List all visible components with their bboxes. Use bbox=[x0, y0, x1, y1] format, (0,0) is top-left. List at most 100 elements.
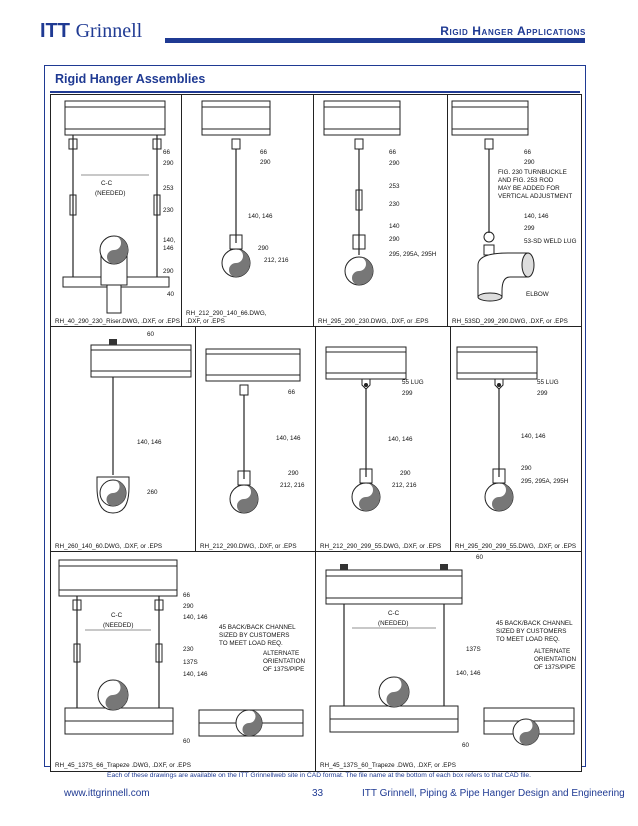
cad-file-caption: RH_295_290_299_55.DWG, .DXF, or .EPS bbox=[455, 542, 577, 550]
callout-label: 60 bbox=[462, 742, 470, 749]
callout-label: 290 bbox=[389, 236, 400, 243]
panel-lug-hanger-2: 55 LUG 299 140, 146 290 295, 295A, 295H … bbox=[450, 326, 582, 553]
callout-label: 290 bbox=[288, 470, 299, 477]
callout-label: 55 LUG bbox=[537, 379, 559, 386]
callout-label: 290 bbox=[183, 603, 194, 610]
callout-label: 290 bbox=[163, 160, 174, 167]
callout-label: 140, 146 bbox=[521, 433, 546, 440]
callout-label: 140, 146 bbox=[248, 213, 273, 220]
callout-label: SIZED BY CUSTOMERS bbox=[496, 628, 567, 635]
logo-text: Grinnell bbox=[75, 20, 143, 42]
cad-file-caption: RH_212_290_299_55.DWG, .DXF, or .EPS bbox=[320, 542, 442, 550]
panel-clamp-hanger-3: 66 140, 146 290 212, 216 RH_212_290.DWG,… bbox=[195, 326, 317, 553]
page-title: Rigid Hanger Assemblies bbox=[55, 72, 206, 86]
cad-file-caption: RH_212_290_140_66.DWG, .DXF, or .EPS bbox=[186, 310, 267, 325]
callout-label: 290 bbox=[389, 160, 400, 167]
callout-label: 140, 146 bbox=[183, 614, 208, 621]
callout-label: OF 137S/PIPE bbox=[263, 666, 305, 673]
callout-label: 299 bbox=[524, 225, 535, 232]
callout-label: TO MEET LOAD REQ. bbox=[219, 640, 283, 647]
callout-label: MAY BE ADDED FOR bbox=[498, 185, 560, 192]
lug-drawing bbox=[456, 346, 538, 512]
cad-file-caption: RH_53SD_299_290.DWG, .DXF, or .EPS bbox=[452, 317, 568, 325]
callout-label: C-C bbox=[101, 180, 113, 187]
callout-label: 66 bbox=[183, 592, 191, 599]
callout-label: ALTERNATE bbox=[534, 648, 571, 655]
callout-label: 60 bbox=[147, 331, 155, 338]
panel-clevis-hanger: 60 140, 146 260 RH_260_140_60.DWG, .DXF,… bbox=[50, 326, 197, 553]
callout-label: ORIENTATION bbox=[263, 658, 306, 665]
callout-label: VERTICAL ADJUSTMENT bbox=[498, 193, 573, 200]
cad-file-caption: RH_260_140_60.DWG, .DXF, or .EPS bbox=[55, 542, 163, 550]
cad-file-caption: RH_212_290.DWG, .DXF, or .EPS bbox=[200, 542, 297, 550]
callout-label: OF 137S/PIPE bbox=[534, 664, 576, 671]
panel-weld-lug: 66 290 FIG. 230 TURNBUCKLE AND FIG. 253 … bbox=[447, 94, 582, 328]
callout-label: 66 bbox=[163, 149, 171, 156]
callout-label: 140, 146 bbox=[456, 670, 481, 677]
panel-lug-hanger-1: 55 LUG 299 140, 146 290 212, 216 RH_212_… bbox=[315, 326, 452, 553]
callout-label: 140, bbox=[163, 237, 176, 244]
callout-label: 60 bbox=[183, 738, 191, 745]
section-title: Rigid Hanger Applications bbox=[440, 24, 586, 38]
callout-label: ALTERNATE bbox=[263, 650, 300, 657]
callout-label: 260 bbox=[147, 489, 158, 496]
callout-label: 295, 295A, 295H bbox=[389, 251, 437, 258]
brand-logo: ITT Grinnell bbox=[40, 20, 142, 43]
hanger-drawing bbox=[323, 100, 401, 286]
callout-label: 66 bbox=[288, 389, 296, 396]
callout-label: ORIENTATION bbox=[534, 656, 577, 663]
callout-label: 290 bbox=[163, 268, 174, 275]
callout-label: 212, 216 bbox=[264, 257, 289, 264]
cad-file-caption: RH_45_137S_60_Trapeze .DWG, .DXF, or .EP… bbox=[320, 761, 456, 769]
cad-availability-note: Each of these drawings are available on … bbox=[107, 772, 531, 779]
panel-riser: 66 290 C-C (NEEDED) 253 230 140, 146 290… bbox=[50, 94, 183, 328]
riser-drawing bbox=[62, 100, 170, 314]
weld-lug-drawing bbox=[451, 100, 535, 302]
callout-label: (NEEDED) bbox=[378, 620, 409, 627]
panel-clamp-hanger-1: 66 290 140, 146 290 212, 216 RH_212_290_… bbox=[181, 94, 315, 328]
logo-bold-text: ITT bbox=[40, 20, 70, 42]
publication-title: ITT Grinnell, Piping & Pipe Hanger Desig… bbox=[362, 788, 625, 799]
callout-label: 299 bbox=[402, 390, 413, 397]
callout-label: 146 bbox=[163, 245, 174, 252]
panel-clamp-hanger-2: 66 290 253 230 140 290 295, 295A, 295H R… bbox=[313, 94, 449, 328]
trapeze-drawing bbox=[325, 564, 575, 746]
callout-label: 212, 216 bbox=[392, 482, 417, 489]
callout-label: 55 LUG bbox=[402, 379, 424, 386]
drawing-grid: 66 290 C-C (NEEDED) 253 230 140, 146 290… bbox=[50, 94, 582, 772]
title-rule bbox=[50, 91, 580, 93]
callout-label: TO MEET LOAD REQ. bbox=[496, 636, 560, 643]
callout-label: 45 BACK/BACK CHANNEL bbox=[496, 620, 573, 627]
callout-label: 290 bbox=[400, 470, 411, 477]
trapeze-drawing bbox=[58, 559, 304, 737]
cad-file-caption: RH_45_137S_66_Trapeze .DWG, .DXF, or .EP… bbox=[55, 761, 191, 769]
hanger-drawing bbox=[201, 100, 271, 278]
callout-label: 40 bbox=[167, 291, 175, 298]
callout-label: 230 bbox=[183, 646, 194, 653]
callout-label: 212, 216 bbox=[280, 482, 305, 489]
cad-file-caption: RH_295_290_230.DWG, .DXF, or .EPS bbox=[318, 317, 429, 325]
callout-label: 140, 146 bbox=[524, 213, 549, 220]
callout-label: 299 bbox=[537, 390, 548, 397]
callout-label: 137S bbox=[466, 646, 481, 653]
callout-label: 45 BACK/BACK CHANNEL bbox=[219, 624, 296, 631]
website-link[interactable]: www.ittgrinnell.com bbox=[64, 788, 150, 799]
callout-label: 290 bbox=[258, 245, 269, 252]
callout-label: 66 bbox=[524, 149, 532, 156]
hanger-drawing bbox=[205, 348, 301, 514]
callout-label: 290 bbox=[524, 159, 535, 166]
callout-label: 140, 146 bbox=[183, 671, 208, 678]
callout-label: (NEEDED) bbox=[103, 622, 134, 629]
callout-label: 140, 146 bbox=[276, 435, 301, 442]
header-rule bbox=[165, 38, 585, 43]
callout-label: 230 bbox=[389, 201, 400, 208]
cad-file-caption: RH_40_290_230_Riser.DWG, .DXF, or .EPS bbox=[55, 317, 180, 325]
callout-label: 140, 146 bbox=[137, 439, 162, 446]
callout-label: ELBOW bbox=[526, 291, 549, 298]
callout-label: 253 bbox=[163, 185, 174, 192]
callout-label: 140 bbox=[389, 223, 400, 230]
callout-label: 295, 295A, 295H bbox=[521, 478, 569, 485]
callout-label: 137S bbox=[183, 659, 198, 666]
panel-trapeze-2: 60 C-C (NEEDED) 45 BACK/BACK CHANNEL SIZ… bbox=[315, 551, 582, 772]
callout-label: C-C bbox=[111, 612, 123, 619]
